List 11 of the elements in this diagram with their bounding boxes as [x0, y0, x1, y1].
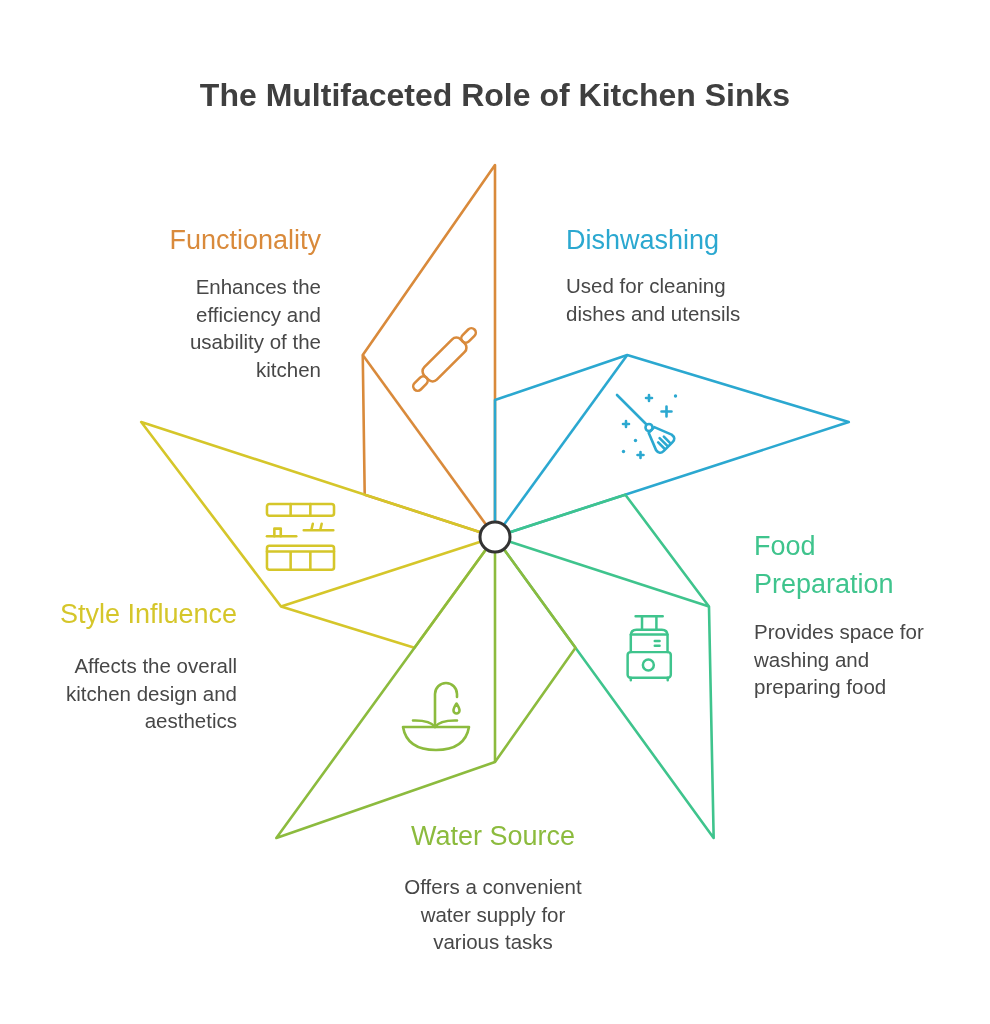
diagram-title: The Multifaceted Role of Kitchen Sinks — [199, 77, 791, 113]
section-heading: Functionality — [169, 225, 321, 255]
section-heading: Food Preparation — [754, 531, 894, 599]
description-text: Enhances the efficiency and usability of the kitchen — [189, 275, 321, 381]
section-heading: Style Influence — [59, 599, 237, 629]
description-text: Affects the overall kitchen design and aesthetics — [66, 654, 237, 733]
section-heading: Dishwashing — [566, 225, 720, 255]
section-heading: Water Source — [410, 821, 576, 851]
description-text: Offers a convenient water supply for various tasks — [404, 875, 582, 954]
description-text: Provides space for washing and preparing food — [754, 620, 924, 699]
description-text: Used for cleaning dishes and utensils — [566, 274, 741, 325]
